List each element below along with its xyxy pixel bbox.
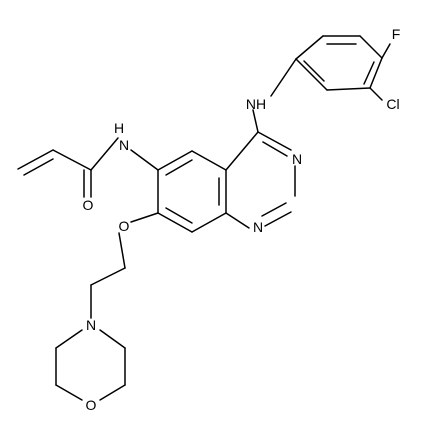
bond-layer <box>17 35 391 401</box>
bond <box>295 58 328 91</box>
bond <box>165 207 193 224</box>
bond <box>157 212 193 233</box>
bond <box>99 329 126 349</box>
bond <box>363 61 375 85</box>
bond <box>118 232 126 269</box>
chlorine-label: Cl <box>386 96 399 112</box>
bond <box>252 109 259 133</box>
bond <box>369 57 383 89</box>
bond <box>55 384 83 401</box>
bond <box>303 60 325 82</box>
morpholine-o-label: O <box>86 397 97 413</box>
bond <box>90 137 119 171</box>
bond <box>130 149 159 171</box>
bond <box>157 150 193 171</box>
morpholine-n-label: N <box>86 317 96 333</box>
bond <box>264 211 292 227</box>
bond <box>359 35 383 59</box>
bond <box>23 158 54 176</box>
bond <box>326 87 371 91</box>
bond <box>369 87 383 101</box>
bond <box>130 212 159 223</box>
aniline-nh-label: NH <box>246 96 266 112</box>
bond <box>191 212 227 233</box>
bond <box>381 43 391 59</box>
atom-label-layer: F Cl NH N N H N O O N O <box>83 26 401 413</box>
carbonyl-o-label: O <box>83 197 94 213</box>
bond <box>295 35 324 60</box>
bond <box>99 384 126 401</box>
fluorine-label: F <box>392 26 401 42</box>
bond <box>262 141 288 157</box>
bond <box>191 150 227 171</box>
quinazoline-n1-label: N <box>253 219 263 235</box>
amide-n-label: N <box>119 137 129 153</box>
bond <box>55 329 83 349</box>
quinazoline-n3-label: N <box>292 151 302 167</box>
bond <box>52 149 92 171</box>
bond <box>165 159 193 176</box>
bond <box>225 212 250 229</box>
ether-o-label: O <box>119 218 130 234</box>
bond <box>270 58 297 97</box>
bond <box>257 131 292 151</box>
amide-h-label: H <box>114 120 124 136</box>
bond <box>261 202 287 217</box>
bond <box>17 149 54 170</box>
bond <box>90 267 126 286</box>
bond <box>225 131 259 171</box>
